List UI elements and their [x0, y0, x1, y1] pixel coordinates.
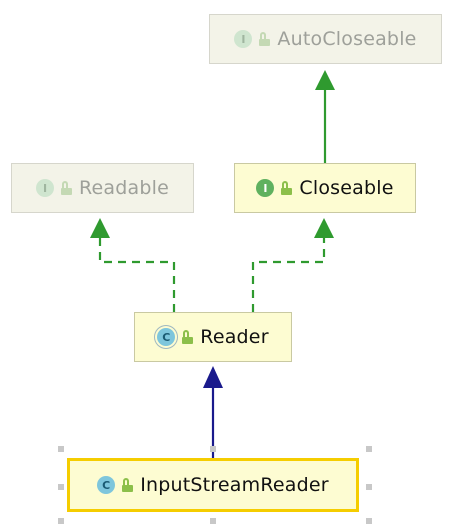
lock-open-icon — [122, 478, 134, 492]
node-readable[interactable]: I Readable — [11, 163, 194, 213]
node-label: Closeable — [299, 177, 394, 199]
node-label: Reader — [200, 326, 269, 348]
abstract-class-icon: C — [157, 328, 176, 346]
interface-icon: I — [35, 179, 54, 197]
node-label: Readable — [78, 177, 169, 199]
interface-icon: I — [256, 179, 275, 197]
edge-reader-implements-closeable — [251, 218, 334, 312]
node-closeable[interactable]: I Closeable — [234, 163, 416, 213]
selection-handle-middle-right[interactable] — [366, 484, 372, 490]
class-icon: C — [97, 476, 116, 494]
interface-icon: I — [234, 30, 253, 48]
lock-open-icon — [182, 330, 194, 344]
selection-handle-top-left[interactable] — [58, 446, 64, 452]
lock-open-icon — [259, 32, 271, 46]
node-label: InputStreamReader — [140, 474, 329, 496]
edge-closeable-extends-autocloseable — [315, 70, 335, 163]
edge-reader-implements-readable — [90, 218, 176, 312]
selection-handle-top-center[interactable] — [210, 446, 216, 452]
arrowhead-closeable — [314, 218, 334, 238]
edge-inputstreamreader-extends-reader — [203, 366, 223, 458]
node-reader[interactable]: C Reader — [134, 312, 292, 362]
lock-open-icon — [281, 181, 293, 195]
node-inputstreamreader[interactable]: C InputStreamReader — [67, 458, 359, 512]
selection-handle-bottom-left[interactable] — [58, 518, 64, 524]
arrowhead-reader — [203, 366, 223, 388]
node-label: AutoCloseable — [277, 28, 417, 50]
arrowhead-readable — [90, 218, 110, 238]
lock-open-icon — [60, 181, 72, 195]
arrowhead-autocloseable — [315, 70, 335, 90]
selection-handle-bottom-center[interactable] — [210, 518, 216, 524]
selection-handle-bottom-right[interactable] — [366, 518, 372, 524]
selection-handle-middle-left[interactable] — [58, 484, 64, 490]
node-autocloseable[interactable]: I AutoCloseable — [209, 14, 442, 64]
selection-handle-top-right[interactable] — [366, 446, 372, 452]
